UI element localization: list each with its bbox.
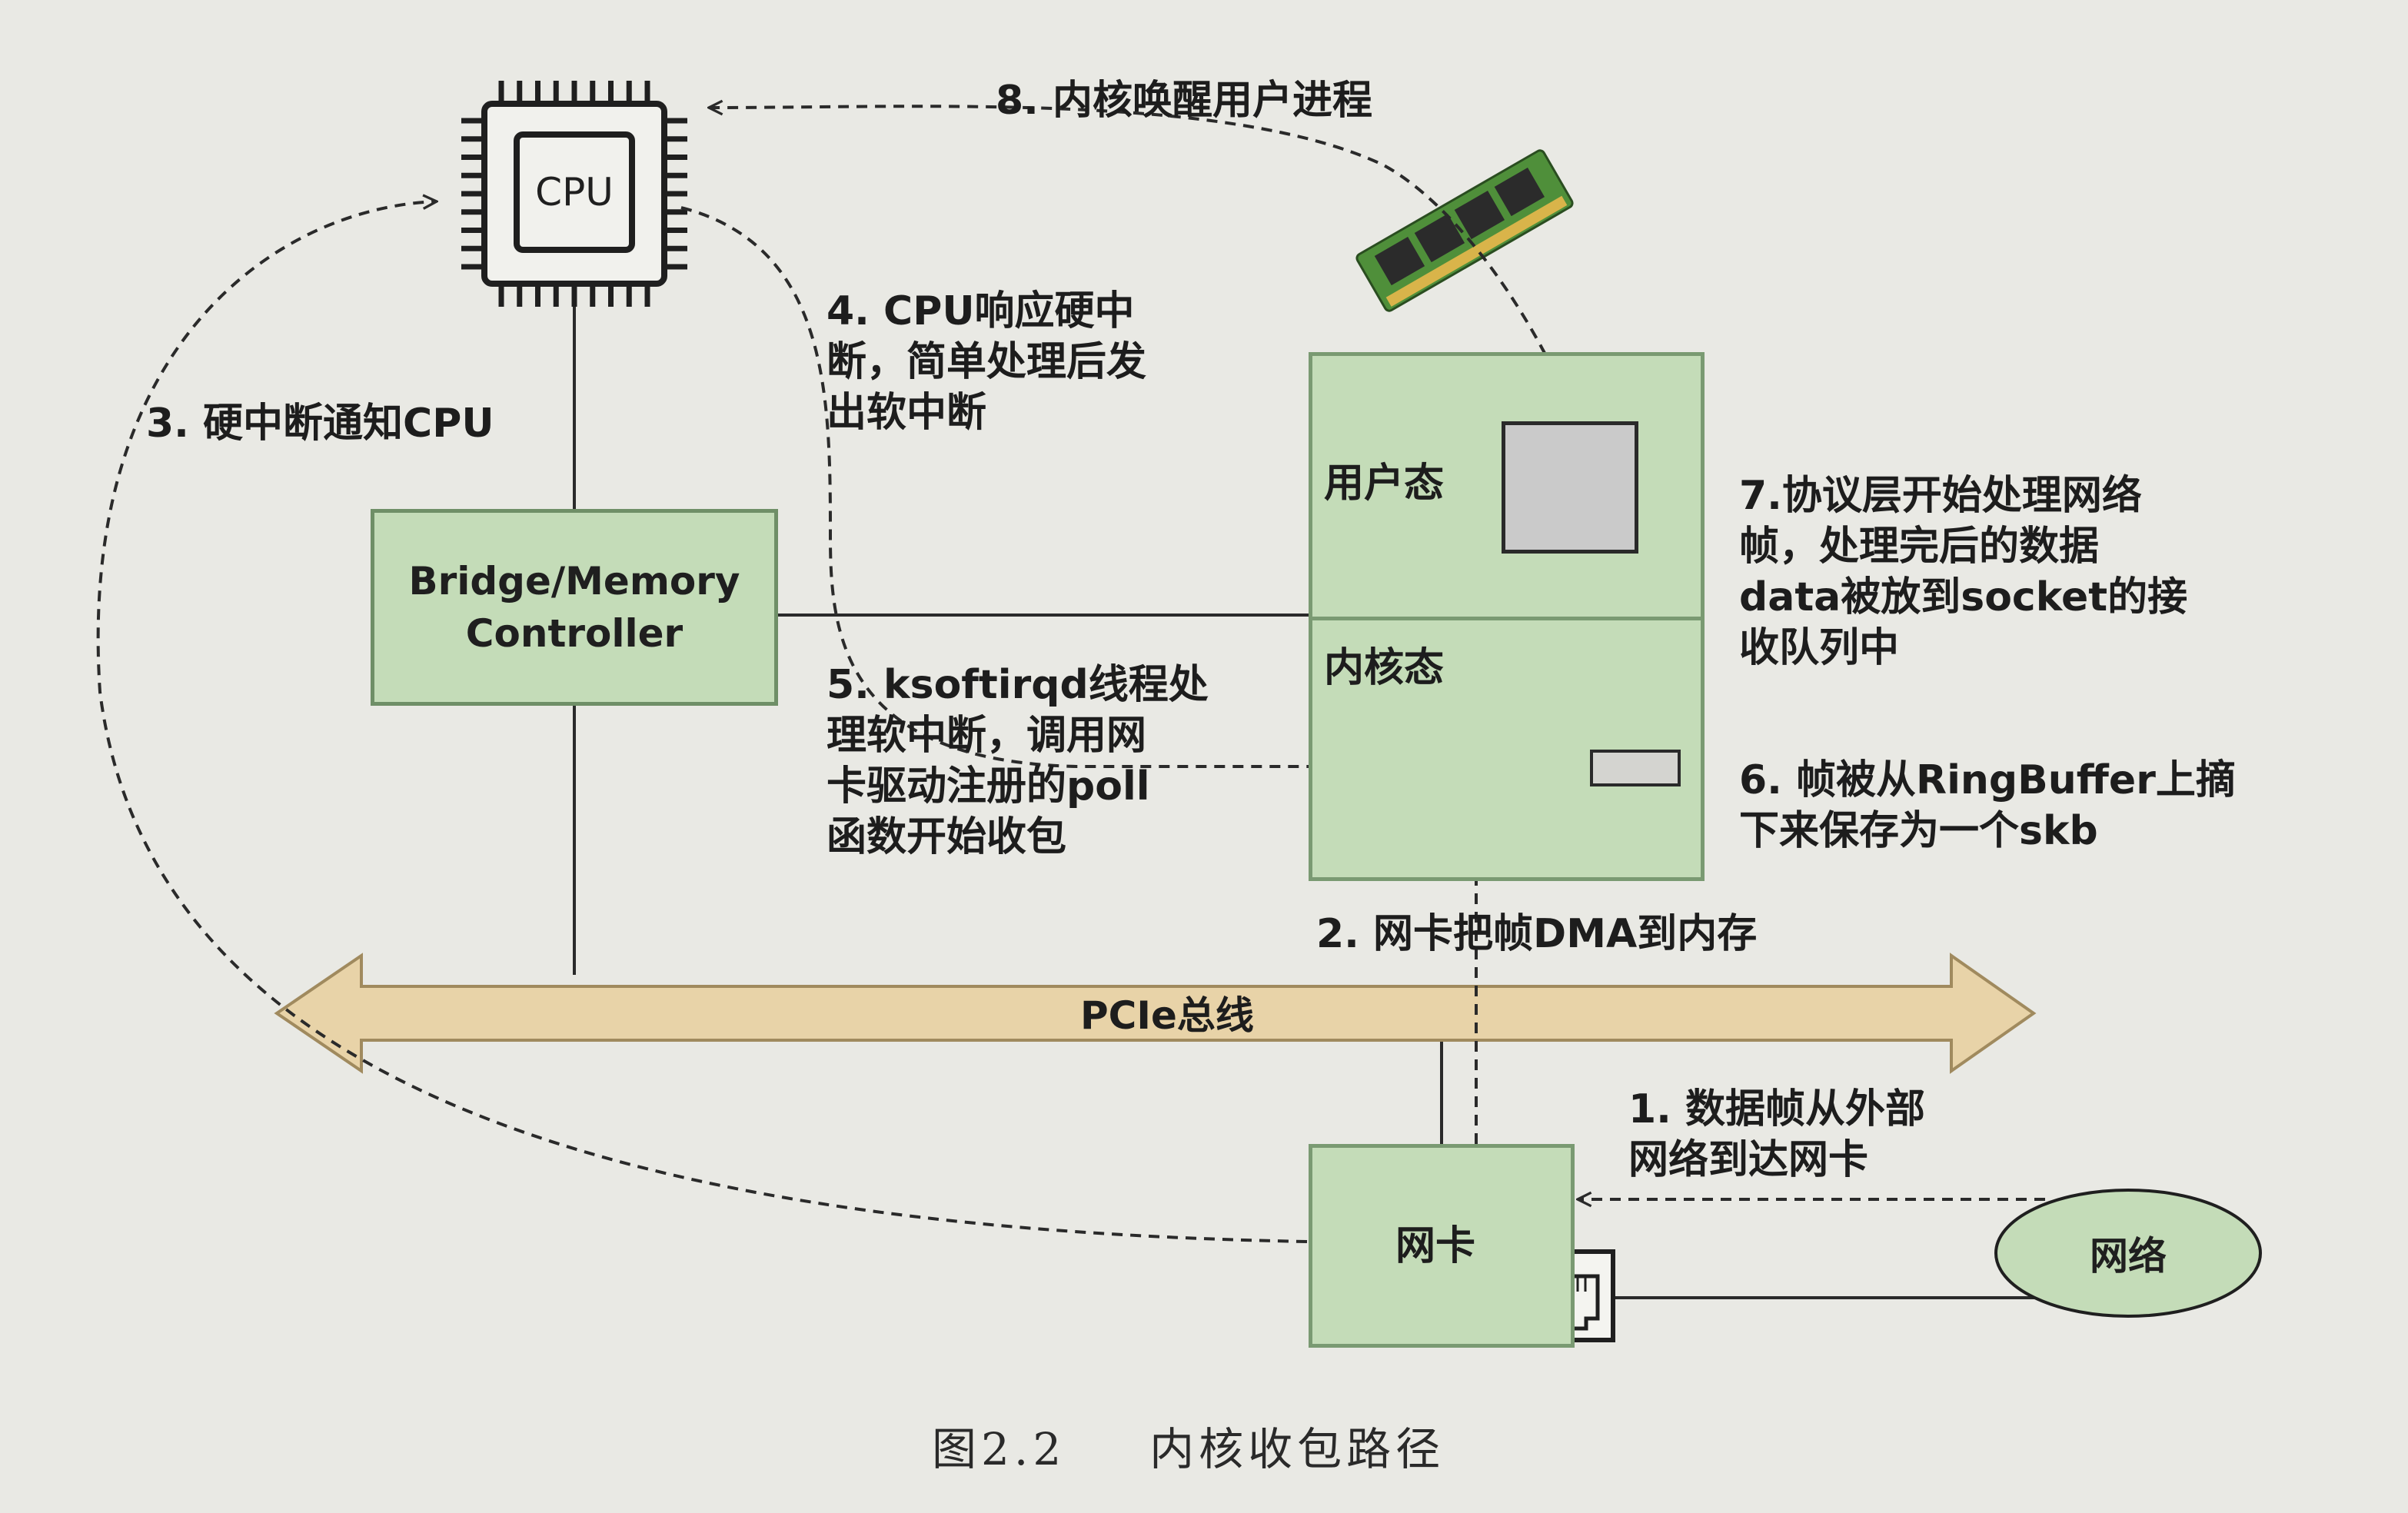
arrow-step3 bbox=[96, 201, 1308, 1243]
figure-number: 图2.2 bbox=[932, 1423, 1066, 1475]
kernel-space-label: 内核态 bbox=[1324, 645, 1445, 691]
step8-label: 8. 内核唤醒用户进程 bbox=[996, 78, 1373, 124]
socket-receive-queue bbox=[1502, 421, 1638, 554]
figure-caption: 图2.2 内核收包路径 bbox=[932, 1413, 1445, 1478]
step3-label: 3. 硬中断通知CPU bbox=[146, 401, 494, 447]
arrow-step4 bbox=[680, 206, 1390, 766]
bridge-memory-controller-label: Bridge/Memory Controller bbox=[408, 559, 740, 656]
memory-module-icon bbox=[1355, 149, 1574, 312]
step5-label: 5. ksoftirqd线程处 理软中断，调用网 卡驱动注册的poll 函数开始… bbox=[827, 662, 1209, 860]
figure-title: 内核收包路径 bbox=[1149, 1423, 1445, 1475]
solid-connectors bbox=[573, 304, 2045, 1299]
step2-label: 2. 网卡把帧DMA到内存 bbox=[1316, 911, 1758, 957]
network-label: 网络 bbox=[2090, 1234, 2167, 1279]
pcie-bus-label: PCIe总线 bbox=[1080, 993, 1254, 1038]
step4-label: 4. CPU响应硬中 断，简单处理后发 出软中断 bbox=[827, 288, 1147, 436]
bridge-memory-controller-box: Bridge/Memory Controller bbox=[371, 509, 778, 706]
pcie-bus-arrow bbox=[274, 953, 2037, 1074]
network-ellipse bbox=[1994, 1189, 2262, 1318]
step1-label: 1. 数据帧从外部 网络到达网卡 bbox=[1628, 1086, 1926, 1183]
arrow-step8 bbox=[709, 106, 1578, 422]
user-kernel-divider bbox=[1309, 617, 1705, 620]
cpu-chip-icon bbox=[461, 81, 687, 307]
step6-label: 6. 帧被从RingBuffer上摘 下来保存为一个skb bbox=[1739, 757, 2236, 854]
nic-label: 网卡 bbox=[1395, 1223, 1476, 1269]
cpu-label: CPU bbox=[535, 170, 614, 214]
user-space-label: 用户态 bbox=[1324, 461, 1445, 507]
skb-box bbox=[1590, 750, 1681, 786]
nic-box bbox=[1309, 1144, 1575, 1348]
step7-label: 7.协议层开始处理网络 帧，处理完后的数据 data被放到socket的接 收队… bbox=[1739, 473, 2188, 671]
